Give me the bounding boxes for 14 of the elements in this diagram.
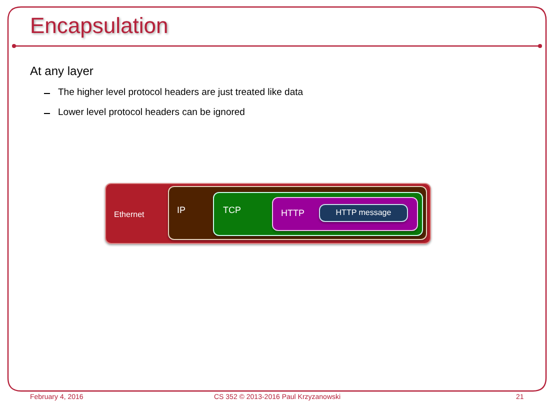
layer-box [213,192,423,236]
layer-box [168,186,427,240]
layer-label: HTTP message [334,208,392,217]
bullet-text: Lower level protocol headers can be ignored [58,107,245,118]
layer-label: TCP [223,205,241,215]
layer-label: HTTP [281,208,304,218]
section-heading: At any layer [30,64,94,78]
message-box [319,204,408,222]
layer-label: Ethernet [114,210,144,219]
bullet-text: The higher level protocol headers are just treated like data [58,87,304,98]
slide-title: Encapsulation [30,13,168,39]
layer-label: IP [177,205,186,215]
layer-box [272,197,418,231]
layer-box [105,183,431,244]
